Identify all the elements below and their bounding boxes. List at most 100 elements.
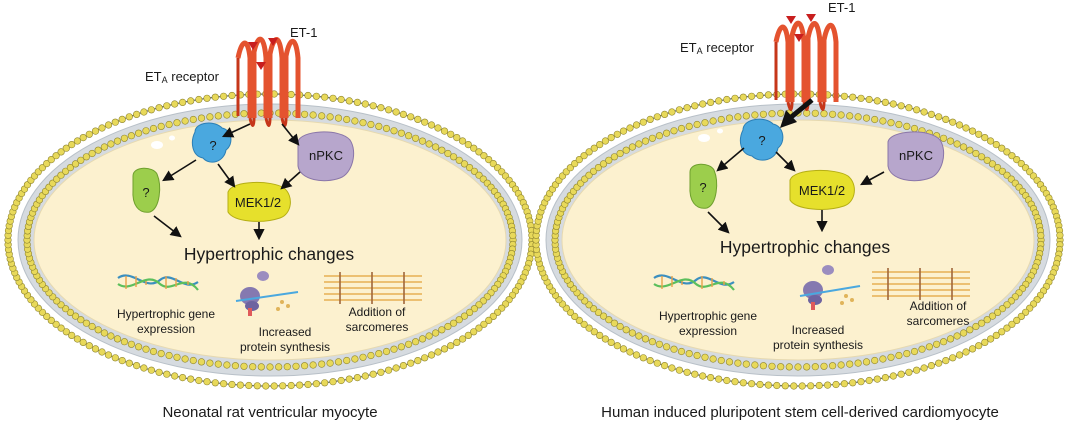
phospholipid-head xyxy=(854,359,862,367)
phospholipid-head xyxy=(803,363,811,371)
phospholipid-head xyxy=(1003,148,1011,156)
phospholipid-head xyxy=(287,90,295,99)
phospholipid-head xyxy=(920,364,928,372)
phospholipid-head xyxy=(173,119,181,127)
phospholipid-head xyxy=(309,111,317,119)
phospholipid-head xyxy=(421,118,429,126)
unknown-green-label: ? xyxy=(699,180,706,195)
phospholipid-head xyxy=(935,359,943,367)
phospholipid-head xyxy=(601,137,610,145)
phospholipid-head xyxy=(353,98,362,106)
phospholipid-head xyxy=(660,110,669,118)
phospholipid-head xyxy=(773,381,781,390)
phospholipid-head xyxy=(927,110,936,118)
unknown-green-protein: ? xyxy=(132,167,161,213)
phospholipid-head xyxy=(983,316,991,324)
phospholipid-head xyxy=(777,109,785,117)
arrow-blue-to-mek xyxy=(775,151,796,172)
phospholipid-head xyxy=(88,322,96,331)
phospholipid-head xyxy=(220,380,228,388)
phospholipid-head xyxy=(777,363,785,371)
phospholipid-head xyxy=(639,118,647,126)
phospholipid-head xyxy=(566,164,575,172)
phospholipid-head xyxy=(648,338,657,346)
phospholipid-head xyxy=(228,91,236,100)
phospholipid-head xyxy=(953,332,961,340)
sarcomere-icon xyxy=(324,272,422,304)
phospholipid-head xyxy=(359,353,367,361)
phospholipid-head xyxy=(619,127,628,135)
phospholipid-head xyxy=(575,316,583,325)
phospholipid-head xyxy=(211,93,219,101)
phospholipid-head xyxy=(464,141,472,149)
phospholipid-head xyxy=(262,382,270,390)
phospholipid-head xyxy=(77,156,85,164)
phospholipid-head xyxy=(118,357,126,365)
phospholipid-head xyxy=(329,94,337,102)
phospholipid-head xyxy=(887,353,895,361)
phospholipid-head xyxy=(283,363,291,371)
phospholipid-head xyxy=(57,171,65,179)
phospholipid-head xyxy=(71,312,80,320)
phospholipid-head xyxy=(641,137,650,145)
phospholipid-head xyxy=(459,335,467,343)
phospholipid-heads xyxy=(4,90,536,390)
phospholipid-head xyxy=(1008,152,1016,160)
phospholipid-head xyxy=(397,129,406,137)
phospholipid-head xyxy=(660,362,669,370)
phospholipid-head xyxy=(840,380,849,388)
phospholipid-head xyxy=(1017,312,1025,321)
phospholipid-head xyxy=(275,363,283,371)
phospholipid-head xyxy=(120,338,128,346)
phospholipid-head xyxy=(509,231,517,240)
phospholipid-head xyxy=(113,335,122,343)
phospholipid-head xyxy=(594,308,603,317)
phospholipid-head xyxy=(811,109,819,117)
phospholipid-head xyxy=(828,110,837,118)
phospholipid-head xyxy=(959,329,968,337)
phospholipid-head xyxy=(653,113,661,121)
phospholipid-head xyxy=(903,350,911,358)
phospholipid-head xyxy=(585,148,593,156)
phospholipid-head xyxy=(862,358,871,366)
phospholipid-head xyxy=(723,95,731,104)
phospholipid-head xyxy=(599,312,608,320)
phospholipid-head xyxy=(296,381,304,389)
phospholipid-head xyxy=(287,381,295,390)
npkc-label: nPKC xyxy=(899,148,933,163)
unknown-blue-protein: ? xyxy=(191,122,232,163)
phospholipid-head xyxy=(616,322,624,331)
phospholipid-head xyxy=(345,375,353,383)
phospholipid-head xyxy=(223,111,231,119)
phospholipid-head xyxy=(1008,320,1016,328)
phospholipid-head xyxy=(304,91,312,100)
phospholipid-head xyxy=(179,98,187,106)
phospholipid-head xyxy=(214,360,222,368)
arrow-blue-to-green xyxy=(162,159,197,182)
phospholipid-head xyxy=(68,331,76,340)
phospholipid-head xyxy=(459,137,467,145)
phospholipid-head xyxy=(790,382,798,390)
phospholipid-head xyxy=(361,100,369,108)
phospholipid-head xyxy=(781,382,789,390)
phospholipid-head xyxy=(622,146,630,154)
phospholipid-head xyxy=(73,335,81,343)
phospholipid-head xyxy=(865,95,873,104)
phospholipid-head xyxy=(605,316,613,324)
phospholipid-head xyxy=(764,381,773,389)
phospholipid-head xyxy=(857,94,865,102)
arrow-receptor-to-blue-head xyxy=(780,110,797,128)
phospholipid-head xyxy=(68,141,76,149)
panel-caption: Human induced pluripotent stem cell-deri… xyxy=(601,404,999,421)
phospholipid-head xyxy=(187,375,195,383)
phospholipid-head xyxy=(662,129,671,137)
phospholipid-head xyxy=(73,137,81,145)
phospholipid-head xyxy=(62,144,70,152)
phospholipid-head xyxy=(71,160,80,168)
phospholipid-head xyxy=(854,113,862,121)
phospholipid-head xyxy=(925,343,934,351)
phospholipid-head xyxy=(1021,308,1030,316)
phospholipid-head xyxy=(61,305,70,313)
